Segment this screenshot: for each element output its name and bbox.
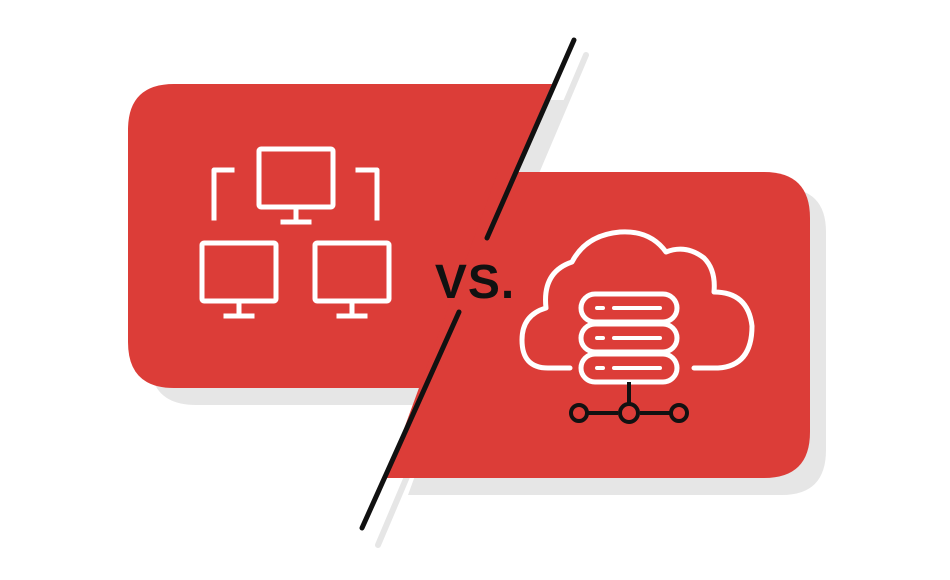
network-connector-icon <box>569 382 689 424</box>
server-lights <box>595 306 662 370</box>
cloud-server-icon <box>519 229 755 424</box>
divider-line-bottom <box>359 309 462 531</box>
computer-network-icon <box>199 146 392 319</box>
versus-label: VS. <box>435 256 515 309</box>
cloud-outline <box>519 229 755 371</box>
left-panel <box>128 84 552 388</box>
divider-line-top <box>484 37 577 241</box>
